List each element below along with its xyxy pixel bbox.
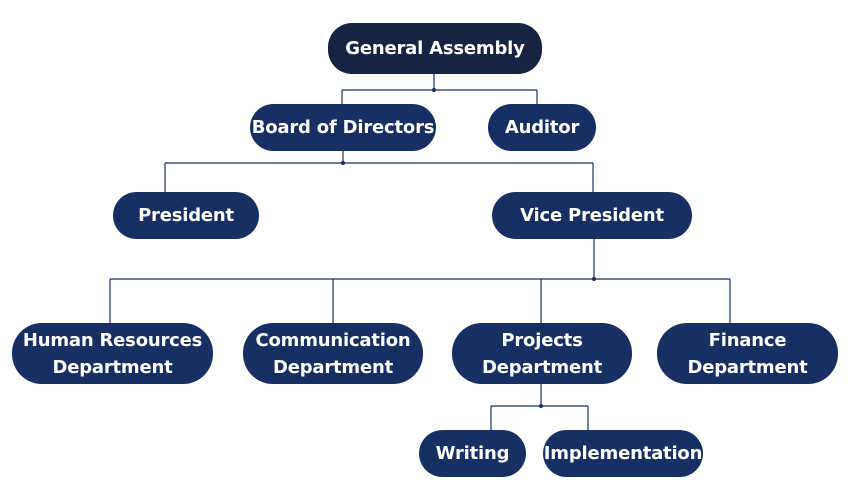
node-label-line1: Human Resources <box>22 329 203 351</box>
node-label: Auditor <box>504 117 580 138</box>
connector-dot <box>341 161 345 165</box>
writing-node: Writing <box>419 430 526 477</box>
node-label-line1: Projects <box>501 329 583 351</box>
vice-president-node: Vice President <box>492 192 692 239</box>
node-label-line1: Communication <box>255 329 411 351</box>
node-label-line2: Department <box>481 356 603 378</box>
auditor-node: Auditor <box>488 104 596 151</box>
connector-dot <box>592 277 596 281</box>
finance-department-node: Finance Department <box>657 323 838 384</box>
node-label: Writing <box>435 443 510 464</box>
node-label: Board of Directors <box>251 117 435 138</box>
node-label-line1: Finance <box>708 329 787 351</box>
node-label: Implementation <box>543 443 703 464</box>
node-label-line2: Department <box>52 356 173 378</box>
node-label: General Assembly <box>345 38 525 59</box>
human-resources-department-node: Human Resources Department <box>12 323 213 384</box>
node-label: President <box>138 205 234 226</box>
implementation-node: Implementation <box>543 430 703 477</box>
node-label-line2: Department <box>687 356 808 378</box>
node-label-line2: Department <box>272 356 394 378</box>
projects-department-node: Projects Department <box>452 323 632 384</box>
president-node: President <box>113 192 259 239</box>
connector-dot <box>539 404 543 408</box>
connector-dot <box>432 88 436 92</box>
communication-department-node: Communication Department <box>243 323 423 384</box>
board-of-directors-node: Board of Directors <box>250 104 436 151</box>
general-assembly-node: General Assembly <box>328 23 542 74</box>
node-label: Vice President <box>520 205 664 226</box>
